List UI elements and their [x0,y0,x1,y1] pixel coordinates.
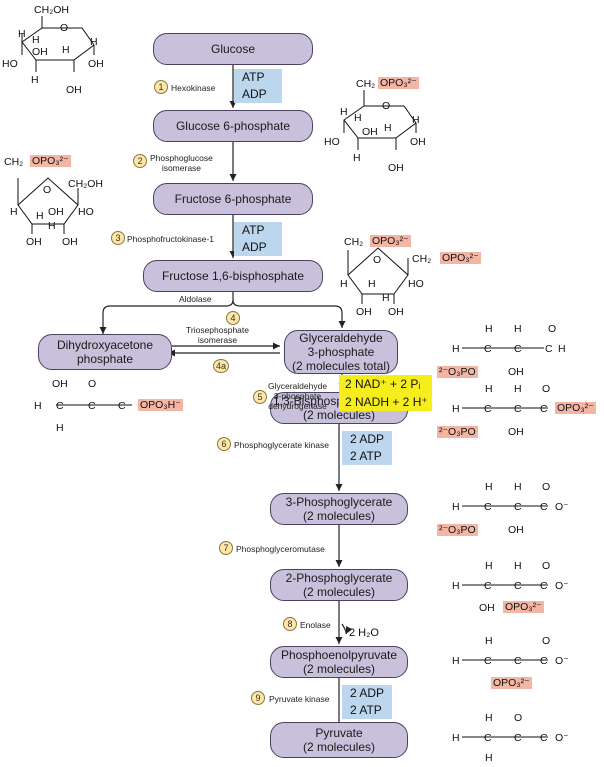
step-number-5: 5 [253,390,267,404]
enzyme-hexokinase: Hexokinase [171,83,216,93]
enzyme-enolase: Enolase [300,620,331,630]
step-number-6: 6 [217,437,231,451]
node-pyruvate: Pyruvate (2 molecules) [270,722,408,758]
step-number-3: 3 [111,231,125,245]
node-3-phosphoglycerate: 3-Phosphoglycerate (2 molecules) [270,493,408,525]
node-glucose-6-phosphate: Glucose 6-phosphate [153,110,313,142]
enzyme-phosphoglyceromutase: Phosphoglyceromutase [236,544,325,554]
cofactor-step-9: 2 ADP 2 ATP [342,685,392,719]
step-number-7: 7 [219,541,233,555]
step-number-2: 2 [133,154,147,168]
cofactor-step-6: 2 ADP 2 ATP [342,431,392,465]
enzyme-pyruvate-kinase: Pyruvate kinase [269,694,330,704]
node-2-phosphoglycerate: 2-Phosphoglycerate (2 molecules) [270,569,408,601]
cofactor-step-5: 2 NAD⁺ + 2 Pᵢ 2 NADH + 2 H⁺ [339,375,432,411]
enzyme-phosphoglucose-isomerase: Phosphoglucose isomerase [150,153,213,173]
arrow-to-dhap [99,292,234,334]
node-dihydroxyacetone-phosphate: Dihydroxyacetone phosphate [38,334,172,370]
enzyme-phosphofructokinase-1: Phosphofructokinase-1 [127,234,214,244]
enzyme-aldolase: Aldolase [179,294,212,304]
step-number-4a: 4a [213,359,229,373]
cofactor-step-1: ATP ADP [234,69,282,103]
step-number-9: 9 [251,691,265,705]
cofactor-step-8: 2 H₂O [349,627,379,639]
node-glucose: Glucose [153,33,313,65]
node-fructose-1-6-bisphosphate: Fructose 1,6-bisphosphate [143,260,323,292]
node-fructose-6-phosphate: Fructose 6-phosphate [153,183,313,215]
cofactor-arrow-8 [341,623,353,635]
enzyme-phosphoglycerate-kinase: Phosphoglycerate kinase [234,440,329,450]
arrow-to-gap [232,299,346,328]
enzyme-glyceraldehyde-3-phosphate-dehydrogenase: Glyceraldehyde 3-phosphate dehydrogenase [268,381,328,411]
enzyme-triosephosphate-isomerase: Triosephosphate isomerase [186,325,250,345]
step-number-1: 1 [154,80,168,94]
node-phosphoenolpyruvate: Phosphoenolpyruvate (2 molecules) [270,646,408,678]
step-number-4: 4 [226,311,240,325]
step-number-8: 8 [283,617,297,631]
node-glyceraldehyde-3-phosphate: Glyceraldehyde 3-phosphate (2 molecules … [284,330,398,374]
f16bp-ring [347,247,409,295]
f6p-ring [17,177,79,225]
cofactor-step-3: ATP ADP [234,222,282,256]
